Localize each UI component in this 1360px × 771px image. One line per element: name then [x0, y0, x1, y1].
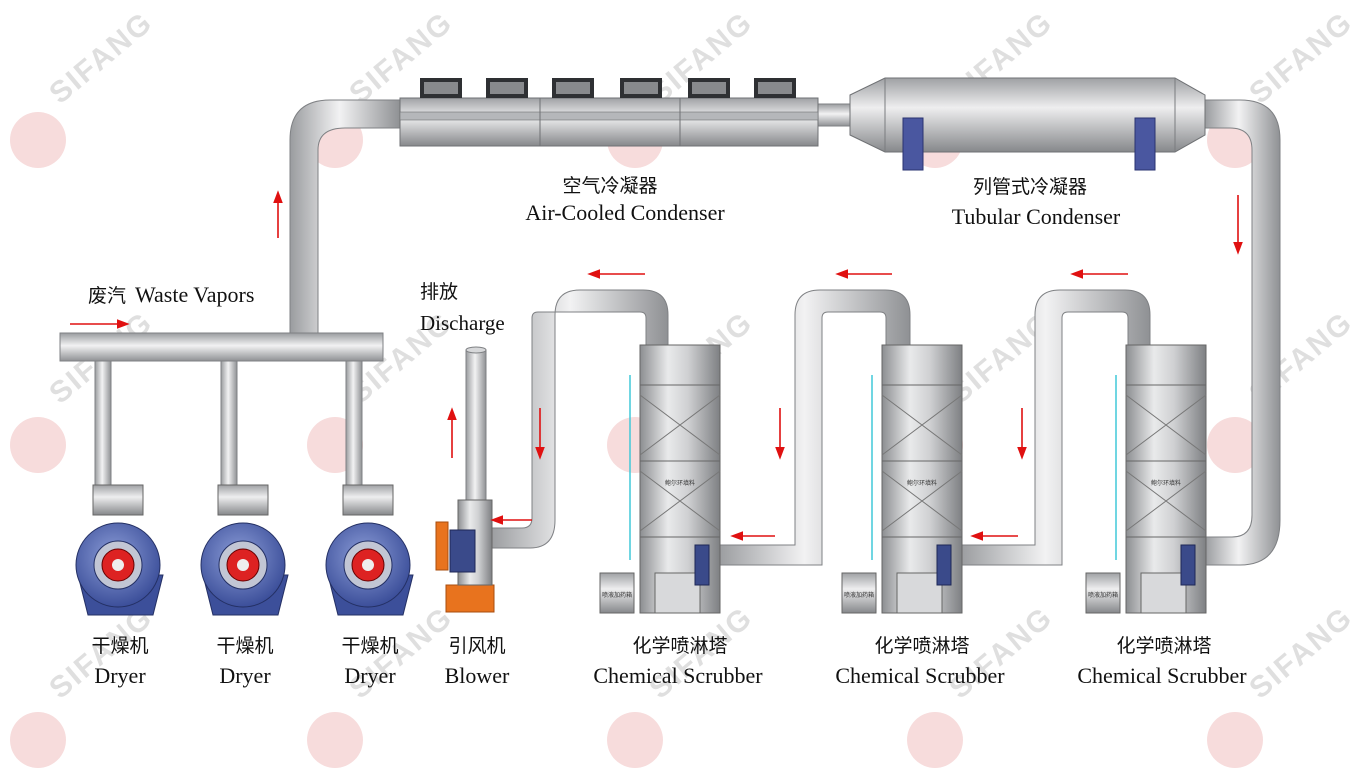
dosing-tank — [841, 572, 877, 614]
tubular-cn-label: 列管式冷凝器 — [973, 176, 1087, 198]
dosing-label: 喷液加药箱 — [602, 591, 632, 599]
cooling-fan-icon — [420, 78, 796, 98]
pump-icon — [936, 544, 952, 586]
chemical-scrubber-unit: 鲍尔环填料 喷液加药箱 — [841, 344, 963, 614]
blower-en-label: Blower — [445, 663, 510, 688]
dryer-cn-label: 干燥机 — [91, 635, 148, 657]
dryer-en-label: Dryer — [219, 663, 271, 688]
dosing-tank — [1085, 572, 1121, 614]
pipe-network — [59, 99, 1281, 566]
dosing-tank — [599, 572, 635, 614]
support-saddle — [902, 117, 924, 171]
scrubber-cn-label: 化学喷淋塔 — [874, 635, 969, 657]
scrubber-link-pipe — [959, 289, 1151, 566]
pump-icon — [694, 544, 710, 586]
packing-label: 鲍尔环填料 — [665, 479, 695, 487]
tubular-en-label: Tubular Condenser — [952, 204, 1121, 229]
scrubber-en-label: Chemical Scrubber — [593, 663, 763, 688]
dryer-riser-pipe — [94, 360, 112, 487]
watermark-brand: SIFANG — [43, 6, 159, 111]
waste-vapors-en-label: Waste Vapors — [135, 282, 254, 307]
dryer-en-label: Dryer — [94, 663, 146, 688]
discharge-cn-label: 排放 — [420, 281, 458, 303]
chemical-scrubber-unit: 鲍尔环填料 喷液加药箱 — [1085, 344, 1207, 614]
air-cooled-condenser — [399, 78, 819, 147]
dryer-unit — [75, 484, 164, 616]
dryer-unit — [200, 484, 289, 616]
blower-unit — [435, 499, 495, 613]
descent-pipe — [1204, 99, 1281, 566]
flow-arrows — [70, 190, 1243, 541]
scrubber-cn-label: 化学喷淋塔 — [1116, 635, 1211, 657]
watermark-brand: SIFANG — [1243, 601, 1359, 706]
discharge-en-label: Discharge — [420, 311, 505, 335]
packing-label: 鲍尔环填料 — [1151, 479, 1181, 487]
scrubber-en-label: Chemical Scrubber — [835, 663, 1005, 688]
chemical-scrubber-unit: 鲍尔环填料 喷液加药箱 — [599, 344, 721, 614]
dryer-riser-pipe — [220, 360, 238, 487]
waste-vapors-cn-label: 废汽 — [88, 285, 126, 307]
dryer-en-label: Dryer — [344, 663, 396, 688]
blower-cn-label: 引风机 — [448, 635, 505, 657]
pump-icon — [1180, 544, 1196, 586]
stack-top — [465, 346, 487, 354]
scrubber-cn-label: 化学喷淋塔 — [632, 635, 727, 657]
scrubber-en-label: Chemical Scrubber — [1077, 663, 1247, 688]
dryer-unit — [325, 484, 414, 616]
dryer-cn-label: 干燥机 — [341, 635, 398, 657]
packing-label: 鲍尔环填料 — [907, 479, 937, 487]
support-saddle — [1134, 117, 1156, 171]
air-cooled-en-label: Air-Cooled Condenser — [525, 200, 725, 225]
dryer-riser-pipe — [345, 360, 363, 487]
dryer-cn-label: 干燥机 — [216, 635, 273, 657]
tubular-condenser — [849, 77, 1206, 171]
watermark-brand: SIFANG — [1243, 6, 1359, 111]
dosing-label: 喷液加药箱 — [844, 591, 874, 599]
dosing-label: 喷液加药箱 — [1088, 591, 1118, 599]
motor-icon — [449, 529, 476, 573]
waste-vapor-header-pipe — [59, 332, 384, 362]
discharge-stack — [465, 349, 487, 506]
labels: 废汽 Waste Vapors 排放 Discharge 空气冷凝器 Air-C… — [88, 175, 1247, 688]
air-cooled-cn-label: 空气冷凝器 — [562, 175, 657, 197]
